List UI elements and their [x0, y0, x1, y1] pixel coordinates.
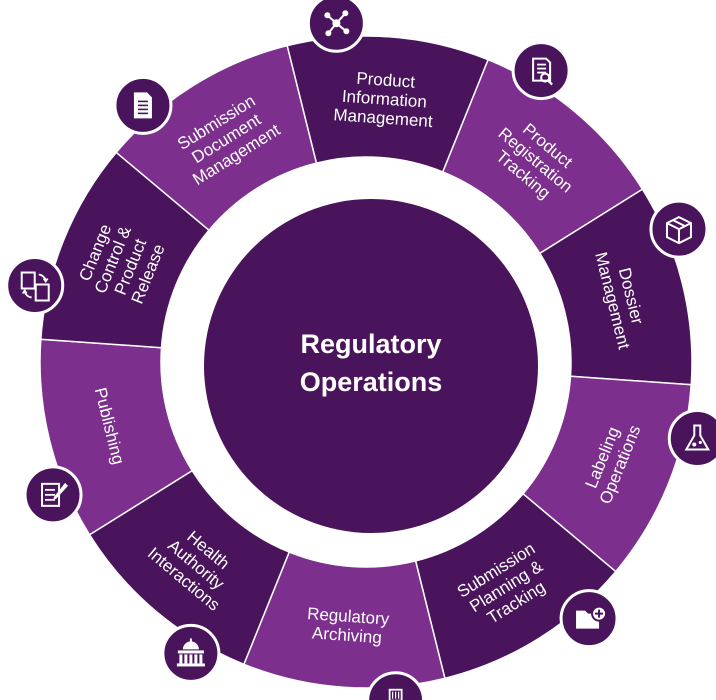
document-icon [113, 75, 173, 135]
icon-badge [511, 41, 571, 101]
center-circle [204, 199, 538, 533]
segment-label-line: Product [356, 69, 416, 92]
icon-badge [366, 671, 426, 700]
archive-boxes-icon [366, 671, 426, 700]
network-icon [306, 0, 366, 53]
flask-icon [667, 408, 716, 468]
folder-plus-icon [559, 589, 619, 649]
center-title-line-2: Operations [300, 367, 443, 397]
box-icon [649, 199, 709, 259]
center-hub: Regulatory Operations [204, 199, 538, 533]
segment-icons [5, 0, 716, 700]
document-search-icon [511, 41, 571, 101]
segment-label-line: Archiving [311, 623, 382, 647]
capitol-building-icon [161, 623, 221, 683]
notepad-pen-icon [23, 465, 83, 525]
swap-documents-icon [5, 256, 65, 316]
center-title-line-1: Regulatory [300, 329, 441, 359]
